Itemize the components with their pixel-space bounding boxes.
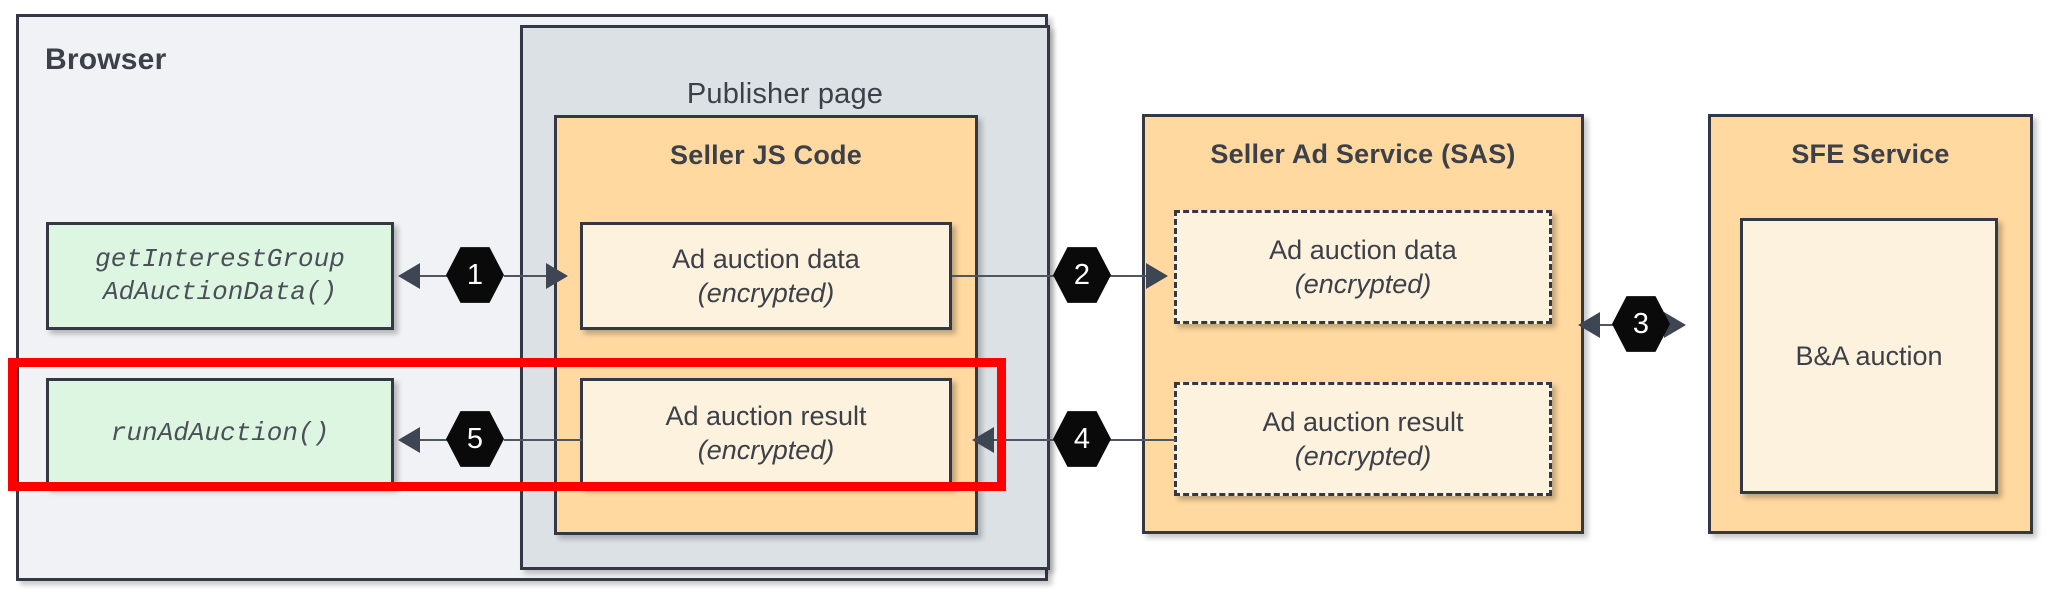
step-badge-label: 5 — [466, 422, 484, 455]
seller-ad-service-title: Seller Ad Service (SAS) — [1210, 139, 1516, 169]
sfe-ba-auction-box: B&A auction — [1740, 218, 1998, 494]
box-line-1: Ad auction result — [1262, 406, 1464, 437]
box-line-2: (encrypted) — [1294, 269, 1432, 299]
arrowhead-right-step-3 — [1664, 312, 1686, 338]
box-line-1: Ad auction result — [665, 400, 867, 431]
box-line-2: (encrypted) — [697, 278, 835, 308]
arrowhead-left-step-3 — [1578, 312, 1600, 338]
step-badge-3: 3 — [1612, 296, 1670, 352]
arrowhead-right-step-2 — [1146, 263, 1168, 289]
seller-js-code-title: Seller JS Code — [670, 140, 862, 170]
step-badge-label: 3 — [1632, 307, 1650, 340]
connector-line-step-5-right — [504, 439, 582, 441]
step-badge-2: 2 — [1053, 247, 1111, 303]
api-label: getInterestGroup AdAuctionData() — [95, 244, 345, 307]
arrowhead-left-step-5 — [398, 427, 420, 453]
connector-line-step-4-right — [1082, 439, 1176, 441]
box-line-2: (encrypted) — [1294, 441, 1432, 471]
box-line-1: Ad auction data — [1269, 234, 1457, 265]
box-line-1: Ad auction data — [672, 243, 860, 274]
step-badge-label: 1 — [466, 258, 484, 291]
sfe-service-title: SFE Service — [1791, 139, 1950, 169]
connector-line-step-2-right — [1082, 275, 1154, 277]
browser-title: Browser — [45, 43, 167, 76]
sas-ad-auction-data-box: Ad auction data (encrypted) — [1174, 210, 1552, 324]
publisher-page-title: Publisher page — [686, 78, 884, 110]
arrowhead-left-step-1 — [398, 263, 420, 289]
seller-js-ad-auction-result-box: Ad auction result (encrypted) — [580, 378, 952, 488]
connector-line-step-4-left — [994, 439, 1054, 441]
box-line-1: B&A auction — [1795, 340, 1943, 371]
connector-line-step-2-left — [952, 275, 1054, 277]
sas-ad-auction-result-box: Ad auction result (encrypted) — [1174, 382, 1552, 496]
api-box-get-interest-group-ad-auction-data: getInterestGroup AdAuctionData() — [46, 222, 394, 330]
arrowhead-right-step-1 — [546, 263, 568, 289]
box-line-2: (encrypted) — [697, 435, 835, 465]
step-badge-label: 4 — [1073, 422, 1091, 455]
arrowhead-left-step-4 — [972, 427, 994, 453]
connector-line-step-3-left — [1596, 324, 1616, 326]
connector-line-step-1-right — [504, 275, 566, 277]
step-badge-label: 2 — [1073, 258, 1091, 291]
api-box-run-ad-auction: runAdAuction() — [46, 378, 394, 488]
step-badge-4: 4 — [1053, 411, 1111, 467]
seller-js-ad-auction-data-box: Ad auction data (encrypted) — [580, 222, 952, 330]
api-label: runAdAuction() — [110, 417, 330, 448]
